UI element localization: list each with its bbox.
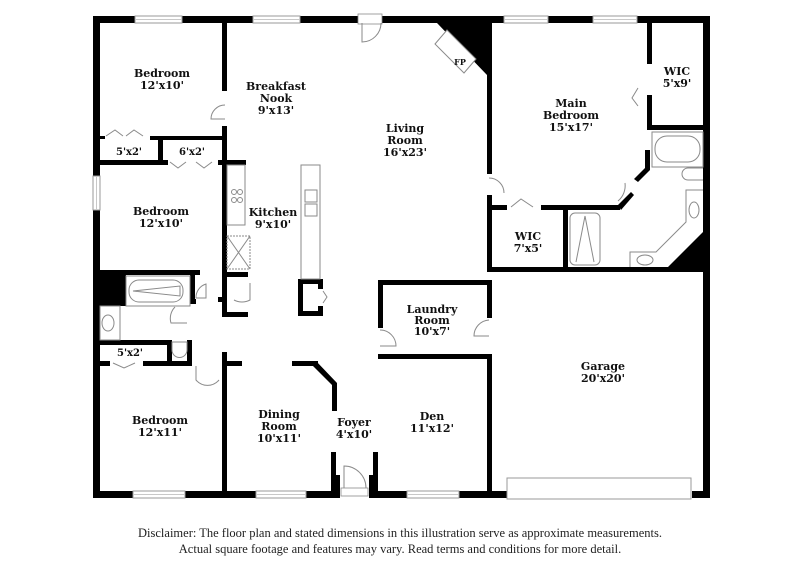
svg-text:5'x2': 5'x2' [116,147,142,158]
svg-text:Room: Room [387,134,423,147]
svg-text:Garage: Garage [581,360,625,373]
svg-text:Living: Living [386,122,424,135]
svg-text:16'x23': 16'x23' [383,146,427,159]
svg-text:Dining: Dining [258,408,300,421]
room-kitchen: Kitchen 9'x10' [249,206,298,231]
room-foyer: Foyer 4'x10' [336,416,372,441]
svg-text:Breakfast: Breakfast [246,80,307,93]
svg-text:12'x10': 12'x10' [140,79,184,92]
room-bedroom-w: Bedroom 12'x10' [133,205,189,230]
fireplace-label: FP [454,57,466,67]
svg-text:12'x11': 12'x11' [138,426,182,439]
svg-text:WIC: WIC [663,65,690,78]
room-bedroom-sw: Bedroom 12'x11' [132,414,188,439]
svg-text:Room: Room [261,420,297,433]
svg-text:7'x5': 7'x5' [514,242,543,255]
garage-door [506,477,692,500]
disclaimer: Disclaimer: The floor plan and stated di… [0,525,800,557]
svg-text:20'x20': 20'x20' [581,372,625,385]
svg-text:Main: Main [555,97,586,110]
svg-text:Kitchen: Kitchen [249,206,298,219]
svg-text:Foyer: Foyer [337,416,371,429]
room-dining-room: Dining Room 10'x11' [257,408,301,445]
room-den: Den 11'x12' [410,410,454,435]
svg-text:Bedroom: Bedroom [543,109,599,122]
svg-text:15'x17': 15'x17' [549,121,593,134]
room-wic-main: WIC 5'x9' [663,65,692,90]
room-laundry-room: Laundry Room 10'x7' [407,303,458,338]
interior-walls [100,16,710,498]
room-bedroom-nw: Bedroom 12'x10' [134,67,190,92]
svg-text:Bedroom: Bedroom [132,414,188,427]
svg-text:Bedroom: Bedroom [134,67,190,80]
svg-text:Nook: Nook [260,92,293,105]
svg-text:WIC: WIC [514,230,541,243]
room-wic-bath: WIC 7'x5' [514,230,543,255]
room-garage: Garage 20'x20' [581,360,625,385]
svg-text:10'x11': 10'x11' [257,432,301,445]
interior-doors [105,87,639,386]
svg-text:11'x12': 11'x12' [410,422,454,435]
disclaimer-line-1: Disclaimer: The floor plan and stated di… [138,526,662,540]
fixtures [99,131,704,358]
room-labels: Bedroom 12'x10' Breakfast Nook 9'x13' Li… [116,65,691,445]
room-living-room: Living Room 16'x23' [383,122,427,159]
svg-text:Room: Room [414,314,450,327]
room-closet-sw: 5'x2' [117,348,143,359]
svg-text:Laundry: Laundry [407,303,458,316]
svg-text:5'x9': 5'x9' [663,77,692,90]
fireplace: FP [434,29,477,74]
svg-text:9'x10': 9'x10' [255,218,291,231]
svg-text:5'x2': 5'x2' [117,348,143,359]
windows [92,15,638,499]
disclaimer-line-2: Actual square footage and features may v… [178,542,622,556]
room-main-bedroom: Main Bedroom 15'x17' [543,97,599,134]
svg-text:12'x10': 12'x10' [139,217,183,230]
svg-text:Den: Den [420,410,445,423]
svg-text:6'x2': 6'x2' [179,147,205,158]
room-closet-nw: 5'x2' [116,147,142,158]
room-breakfast-nook: Breakfast Nook 9'x13' [246,80,307,117]
room-closet-hall: 6'x2' [179,147,205,158]
svg-text:9'x13': 9'x13' [258,104,294,117]
svg-text:4'x10': 4'x10' [336,428,372,441]
svg-text:10'x7': 10'x7' [414,325,450,338]
svg-text:Bedroom: Bedroom [133,205,189,218]
